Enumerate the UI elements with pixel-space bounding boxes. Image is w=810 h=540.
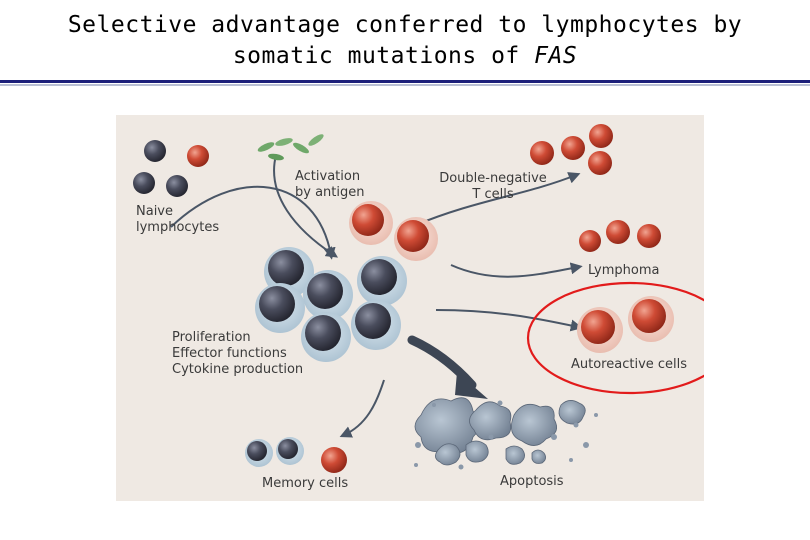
title-line-1: Selective advantage conferred to lymphoc… — [67, 12, 743, 38]
naive-cells — [133, 140, 209, 197]
arrow-to-lymphoma — [450, 262, 583, 278]
activated-red-cells — [349, 201, 438, 261]
gene-name: FAS — [534, 43, 578, 69]
label-double-negative-t-cells: Double-negative T cells — [439, 171, 547, 202]
lymphoma-cells — [579, 220, 661, 252]
slide-title: Selective advantage conferred to lymphoc… — [0, 10, 810, 72]
arrow-from-antigen — [273, 154, 339, 258]
apoptotic-debris — [414, 397, 586, 466]
title-line-2: somatic mutations of FAS — [0, 41, 810, 72]
label-lymphoma: Lymphoma — [588, 263, 660, 278]
label-autoreactive-cells: Autoreactive cells — [571, 357, 688, 372]
apoptotic-fragments — [414, 400, 598, 470]
label-apoptosis: Apoptosis — [500, 474, 564, 489]
title-rule-shadow — [0, 84, 810, 86]
diagram-graphics — [133, 124, 704, 473]
label-naive-lymphocytes: Naive lymphocytes — [136, 204, 220, 235]
label-memory-cells: Memory cells — [262, 476, 349, 491]
autoreactive-highlight-ellipse — [526, 281, 704, 395]
proliferating-cells — [255, 247, 407, 362]
arrow-to-proliferation — [170, 185, 336, 260]
arrow-to-memory — [339, 379, 385, 438]
title-rule — [0, 80, 810, 83]
memory-cells — [245, 437, 347, 473]
antigen-particles — [257, 134, 324, 161]
label-proliferation-effector-cytokine: Proliferation Effector functions Cytokin… — [172, 330, 304, 377]
label-activation-by-antigen: Activation by antigen — [295, 169, 365, 200]
arrow-to-apoptosis — [407, 335, 477, 390]
lymphocyte-fate-diagram: Naive lymphocytes Activation by antigen … — [116, 115, 704, 501]
arrow-to-apoptosis-head — [455, 372, 488, 399]
arrow-to-double-negative — [415, 172, 581, 226]
title-line-2-prefix: somatic mutations of — [232, 43, 535, 69]
arrow-to-autoreactive — [435, 309, 583, 332]
autoreactive-cells — [577, 296, 674, 353]
double-negative-cells — [530, 124, 613, 175]
